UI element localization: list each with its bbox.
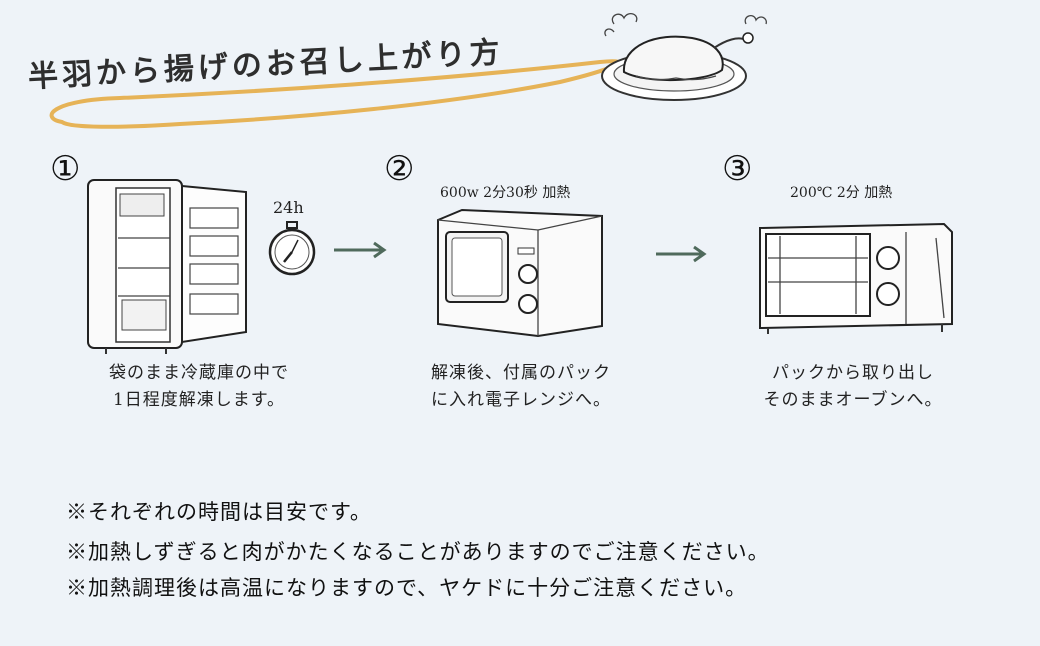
step-1-desc-line-1: 袋のまま冷蔵庫の中で xyxy=(109,363,289,383)
roast-chicken-icon xyxy=(601,12,767,101)
toaster-oven-icon xyxy=(759,222,953,334)
step-1-timer-label: 24h xyxy=(273,198,304,217)
step-2-number: ② xyxy=(384,149,415,189)
step-3-condition: 200℃ 2分 加熱 xyxy=(790,185,893,201)
step-2-desc-line-2: に入れ電子レンジへ。 xyxy=(431,390,611,410)
step-3-desc-line-1: パックから取り出し xyxy=(772,363,934,383)
step-2-desc-line-1: 解凍後、付属のパック xyxy=(431,363,611,383)
refrigerator-icon xyxy=(87,179,247,354)
step-1-desc-line-2: 1日程度解凍します。 xyxy=(112,390,286,410)
step-3-desc-line-2: そのままオーブンへ。 xyxy=(763,390,943,410)
step-2-condition: 600w 2分30秒 加熱 xyxy=(440,185,571,201)
step-3-number: ③ xyxy=(722,149,753,189)
step-1-description: 袋のまま冷蔵庫の中で 1日程度解凍します。 xyxy=(74,360,324,414)
note-1: ※それぞれの時間は目安です。 xyxy=(66,500,372,524)
arrow-right-icon xyxy=(334,241,387,259)
arrow-right-icon xyxy=(656,245,707,263)
stopwatch-icon xyxy=(268,221,316,276)
step-2-description: 解凍後、付属のパック に入れ電子レンジへ。 xyxy=(396,360,646,414)
microwave-icon xyxy=(437,208,603,338)
step-1-number: ① xyxy=(50,149,81,189)
note-3: ※加熱調理後は高温になりますので、ヤケドに十分ご注意ください。 xyxy=(66,576,748,600)
step-3-description: パックから取り出し そのままオーブンへ。 xyxy=(728,360,978,414)
note-2: ※加熱しずぎると肉がかたくなることがありますのでご注意ください。 xyxy=(66,540,770,564)
